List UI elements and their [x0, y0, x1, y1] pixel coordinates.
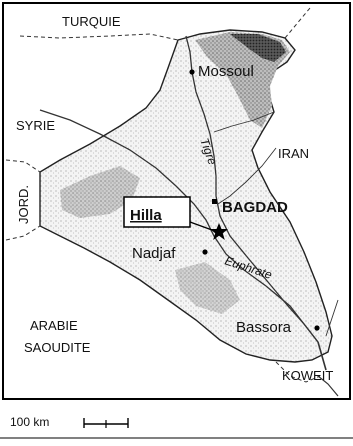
label-capital: BAGDAD: [222, 199, 288, 216]
hilla-label-box: [123, 196, 191, 228]
relief-western-desert: [60, 166, 140, 218]
shatt-al-arab: [317, 341, 327, 371]
hilla-star-icon: [210, 223, 228, 240]
euphrates-river: [39, 109, 319, 343]
label-saudi-line2: SAOUDITE: [24, 340, 91, 355]
border-syria-jordan: [5, 159, 41, 173]
label-turkey: TURQUIE: [62, 14, 121, 29]
label-kuwait: KOWEIT: [282, 368, 333, 383]
label-najaf: Nadjaf: [132, 245, 176, 262]
border-jordan-saudi: [5, 225, 41, 241]
border-iran-turkey: [284, 7, 311, 39]
label-hilla: Hilla: [130, 207, 162, 224]
tributary-karun: [325, 299, 339, 337]
border-kuwait-saudi: [275, 361, 321, 383]
label-jordan: JORD.: [16, 185, 31, 224]
capital-marker: [212, 199, 217, 204]
label-saudi-line1: ARABIE: [30, 318, 78, 333]
tributary-diyala: [217, 147, 277, 205]
gulf-coast: [317, 375, 339, 397]
relief-zagros: [230, 34, 286, 62]
label-syria: SYRIE: [16, 118, 55, 133]
city-dot-najaf: [202, 249, 208, 255]
label-mosul: Mossoul: [198, 63, 254, 80]
tributary-greater-zab: [213, 111, 275, 133]
scale-label: 100 km: [10, 415, 49, 429]
label-iran: IRAN: [278, 146, 309, 161]
city-dot-mosul: [189, 69, 195, 75]
scale-bar: 100 km: [10, 415, 129, 429]
label-basra: Bassora: [236, 319, 292, 336]
tigris-river: [185, 35, 319, 343]
city-dot-basra: [314, 325, 320, 331]
relief-southern-desert: [175, 262, 240, 314]
hilla-pointer: [189, 221, 213, 231]
